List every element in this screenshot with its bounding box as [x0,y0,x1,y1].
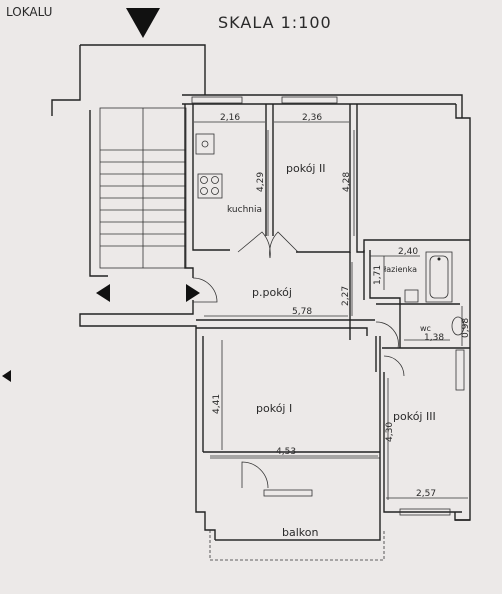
dim-bath-width: 2,40 [398,247,418,257]
dimension-lines [194,121,468,500]
dim-bath-height: 1,71 [373,265,383,285]
stove-icon [197,173,223,199]
bathtub-icon [425,251,453,303]
corner-label: LOKALU [6,5,52,19]
room-label-wc: wc [420,324,431,333]
dim-room1-width: 4,53 [276,447,296,457]
room-label-hall: p.pokój [252,286,292,299]
scale-label: SKALA 1:100 [218,13,332,32]
dim-room1-height: 4,41 [212,394,222,414]
room-label-bath: łazienka [384,265,417,274]
dim-hall-length: 5,78 [292,307,312,317]
stair-steps [100,108,186,268]
balcony [209,530,385,561]
bath-wc [363,250,470,372]
room-label-room2: pokój II [286,162,325,175]
room3-walls [379,336,462,520]
window-room3 [399,508,451,516]
room-label-room1: pokój I [256,402,292,415]
windows-top [191,96,338,104]
doors-upper [192,231,299,303]
dim-room3-height: 4,30 [385,422,395,442]
hall-walls [196,252,375,340]
window-right [455,349,465,391]
sink-icon [195,133,215,155]
dim-room2-width: 2,36 [302,113,322,123]
toilet-icon [451,316,465,336]
window-room1 [263,489,313,497]
dim-hall-height: 2,27 [341,286,351,306]
dim-wc-height: 0,98 [461,318,471,338]
dim-room2-height: 4,28 [342,172,352,192]
dim-wc-width: 1,38 [424,333,444,343]
washbasin-icon [404,289,419,303]
dim-kitchen-width: 2,16 [220,113,240,123]
side-marker-icon [2,370,11,382]
room-label-room3: pokój III [393,410,436,423]
room-label-balcony: balkon [282,526,318,539]
kitchen-walls [192,104,470,253]
kitchen-fixtures [195,133,223,199]
room-label-kitchen: kuchnia [227,205,262,215]
stairwell [51,44,206,277]
dim-kitchen-height: 4,29 [256,172,266,192]
right-arrow-icon [186,284,200,302]
entrance-arrow-icon [126,8,160,38]
left-arrow-icon [96,284,110,302]
room1-walls [202,336,380,497]
dim-room3-width: 2,57 [416,489,436,499]
